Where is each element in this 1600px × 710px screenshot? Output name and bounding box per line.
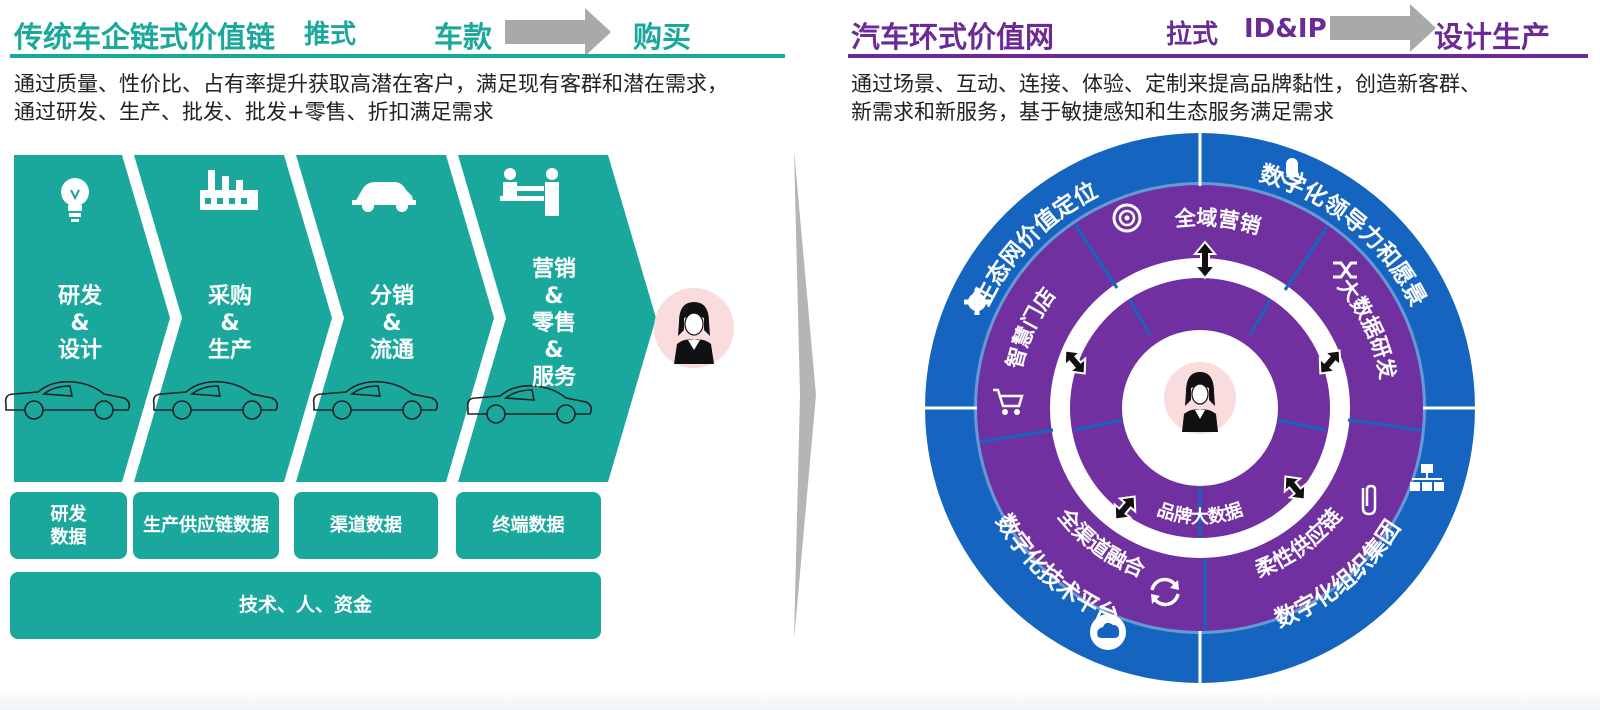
left-title-underline	[10, 54, 785, 58]
shuffle-icon	[1333, 261, 1357, 279]
link-connector-left-icon	[1063, 349, 1087, 375]
value-chain-chevrons	[4, 155, 656, 482]
car-outline-4	[466, 384, 593, 424]
right-to: 设计生产	[1434, 20, 1551, 54]
microphone-icon	[1280, 158, 1304, 190]
car-outline-3	[312, 380, 439, 420]
right-mode: 拉式	[1166, 20, 1219, 50]
stage-label-procurement: 采购 & 生产	[190, 283, 270, 364]
value-network-ring: 生态网价值定位 数字化领导力和愿景 数字化组织集团 数字化技术平台 全域营销 大…	[925, 130, 1475, 685]
chevron-marketing	[458, 155, 656, 482]
data-box-rd-text: 研发 数据	[50, 503, 87, 548]
org-chart-icon	[1410, 464, 1444, 491]
left-mode: 推式	[304, 20, 357, 50]
stage-label-procurement-text: 采购 & 生产	[207, 284, 252, 363]
car-outline-2	[152, 380, 279, 420]
left-description-line2: 通过研发、生产、批发、批发+零售、折扣满足需求	[14, 100, 494, 124]
stage-label-marketing-text: 营销 & 零售 & 服务	[531, 257, 576, 390]
left-from: 车款	[434, 20, 493, 54]
right-description-line2: 新需求和新服务，基于敏捷感知和生态服务满足需求	[851, 100, 1334, 124]
left-flow-arrow-icon	[505, 8, 611, 56]
shopping-cart-icon	[993, 388, 1024, 415]
customer-avatar-left-icon	[654, 288, 734, 368]
customer-avatar-center-icon	[1164, 362, 1236, 434]
chevron-rd	[14, 155, 170, 482]
right-title: 汽车环式价值网	[851, 20, 1055, 54]
lightbulb-icon	[61, 178, 89, 222]
stage-label-rd: 研发 & 设计	[40, 283, 120, 364]
cloud-icon	[1090, 614, 1126, 650]
foundation-box: 技术、人、资金	[10, 572, 601, 639]
left-to: 购买	[633, 20, 692, 54]
chevron-procurement	[134, 155, 332, 482]
foundation-box-text: 技术、人、资金	[238, 594, 372, 616]
left-title: 传统车企链式价值链	[14, 20, 276, 54]
link-connector-right-icon	[1318, 349, 1342, 375]
link-connector-bottom-right-icon	[1283, 475, 1307, 501]
right-from: ID&IP	[1244, 14, 1327, 44]
stage-label-distribution-text: 分销 & 流通	[369, 284, 414, 363]
chevron-distribution	[296, 155, 494, 482]
data-box-terminal-text: 终端数据	[492, 515, 565, 536]
stage-label-distribution: 分销 & 流通	[352, 283, 432, 364]
link-connector-bottom-left-icon	[1113, 495, 1137, 521]
data-box-channel-text: 渠道数据	[330, 515, 402, 536]
divider-arrow-icon	[794, 150, 816, 640]
left-description-line1: 通过质量、性价比、占有率提升获取高潜在客户，满足现有客群和潜在需求，	[14, 72, 728, 96]
bottom-fade	[0, 688, 1600, 710]
data-box-rd: 研发 数据	[10, 492, 127, 559]
stage-label-marketing: 营销 & 零售 & 服务	[514, 256, 594, 391]
stage-label-rd-text: 研发 & 设计	[57, 284, 102, 363]
gear-icon	[964, 289, 990, 315]
right-description-line1: 通过场景、互动、连接、体验、定制来提高品牌黏性，创造新客群、	[851, 72, 1481, 96]
factory-icon	[200, 170, 258, 210]
car-icon	[352, 182, 416, 212]
handshake-icon	[500, 168, 559, 216]
data-box-channel: 渠道数据	[294, 492, 438, 559]
car-outline-1	[4, 380, 131, 420]
data-box-supply-chain-text: 生产供应链数据	[143, 515, 269, 536]
data-box-supply-chain: 生产供应链数据	[133, 492, 279, 559]
right-title-underline	[848, 54, 1588, 58]
data-box-terminal: 终端数据	[456, 492, 601, 559]
paperclip-icon	[1361, 484, 1377, 516]
link-connector-top-icon	[1192, 240, 1218, 280]
refresh-icon	[1150, 577, 1180, 607]
target-icon	[1112, 203, 1142, 233]
right-flow-arrow-icon	[1330, 4, 1436, 52]
